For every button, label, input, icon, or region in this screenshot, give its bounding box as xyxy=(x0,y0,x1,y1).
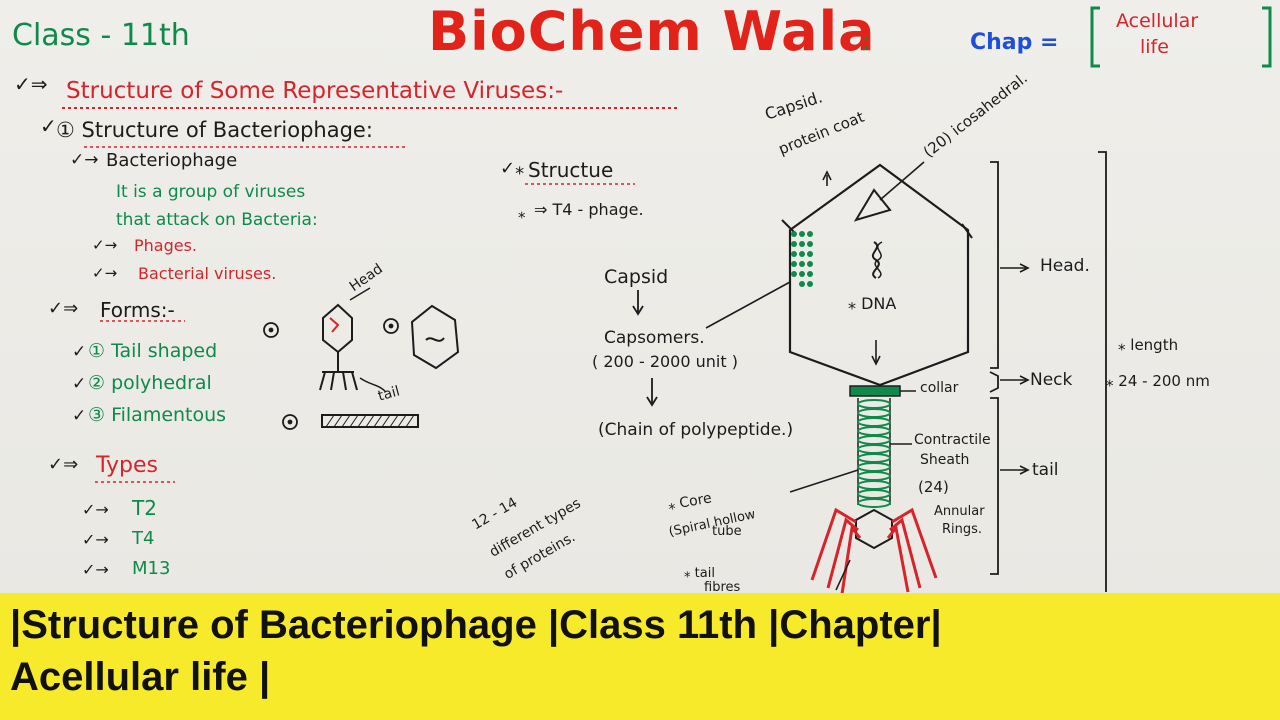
tail-fibres xyxy=(810,507,938,595)
polyhedral-sketch xyxy=(410,304,460,370)
t4-label: ⇒ T4 - phage. xyxy=(534,200,644,219)
chap-label: Chap = xyxy=(970,30,1059,55)
type1-check: ✓→ xyxy=(82,500,109,519)
sheath-line2: Sheath xyxy=(920,452,970,468)
flow-arrows xyxy=(632,290,658,407)
capsid-arrow-head xyxy=(822,170,832,181)
small-tail-pointer xyxy=(359,377,387,393)
annular-line2: Rings. xyxy=(942,522,983,537)
form2-check: ✓ xyxy=(72,374,87,394)
class-label: Class - 11th xyxy=(12,18,190,53)
capsomers-pointer xyxy=(705,281,791,329)
core-pointer xyxy=(789,469,859,493)
types-check: ✓⇒ xyxy=(48,454,79,475)
tail-fibres-line1: ⁎ tail xyxy=(684,566,715,581)
head-label: Head. xyxy=(1040,256,1090,276)
small-circle-markers xyxy=(263,318,399,430)
chap-value-line1: Acellular xyxy=(1116,10,1199,32)
tail-fibres-line2: fibres xyxy=(704,580,741,595)
small-phage-sketch xyxy=(319,303,358,391)
form3-check: ✓ xyxy=(72,406,87,426)
alias2: Bacterial viruses. xyxy=(138,264,277,283)
units-flow: ( 200 - 2000 unit ) xyxy=(592,352,738,371)
type1: T2 xyxy=(132,496,157,520)
phage-head-outline xyxy=(788,163,970,387)
form1-check: ✓ xyxy=(72,342,87,362)
type2: T4 xyxy=(132,528,155,549)
contractile-sheath xyxy=(857,398,891,508)
subtitle-check: ✓ xyxy=(40,114,57,138)
forms-label: Forms:- xyxy=(100,298,175,322)
section-title-check: ✓⇒ xyxy=(14,72,48,96)
definition-line2: that attack on Bacteria: xyxy=(116,210,318,230)
type2-check: ✓→ xyxy=(82,530,109,549)
chain-flow: (Chain of polypeptide.) xyxy=(598,420,794,440)
sheath-line1: Contractile xyxy=(914,432,991,448)
forms-check: ✓⇒ xyxy=(48,298,79,319)
form3: ③ Filamentous xyxy=(88,404,227,426)
definition-line1: It is a group of viruses xyxy=(116,182,306,202)
tail-fibres-text: tail xyxy=(694,566,715,581)
caption-line1: |Structure of Bacteriophage |Class 11th … xyxy=(10,603,942,647)
collar xyxy=(849,385,901,397)
dna-text: DNA xyxy=(861,294,897,313)
filamentous-sketch xyxy=(321,414,419,428)
dna-helix xyxy=(871,241,880,279)
t4-bullet: ⁎ xyxy=(518,204,526,222)
capsomer-dots xyxy=(791,231,813,287)
dna-arrow-head xyxy=(871,355,881,366)
filamentous-hatch xyxy=(325,414,415,428)
capsomers-flow: Capsomers. xyxy=(604,328,705,348)
neck-label: Neck xyxy=(1030,370,1073,390)
tail-label: tail xyxy=(1032,460,1059,480)
section-title: Structure of Some Representative Viruses… xyxy=(66,78,564,104)
core-line3: tube xyxy=(712,524,742,539)
collar-label: collar xyxy=(920,380,959,396)
base-plate xyxy=(855,508,893,550)
length-value: ⁎ 24 - 200 nm xyxy=(1106,372,1210,390)
fibre-pointer xyxy=(835,559,851,591)
sheath-line3: (24) xyxy=(918,478,949,496)
chap-value-line2: life xyxy=(1140,36,1169,58)
icosahedral-triangle xyxy=(853,188,892,222)
form1: ① Tail shaped xyxy=(88,340,218,362)
chap-bracket-right xyxy=(1262,6,1272,68)
alias1: Phages. xyxy=(134,236,198,255)
caption-line2: Acellular life | xyxy=(10,655,271,699)
structure-text: Structue xyxy=(528,158,614,182)
right-brackets xyxy=(989,151,1107,592)
capsid-flow: Capsid xyxy=(604,266,669,288)
small-head-pointer xyxy=(349,287,371,301)
length-value-text: 24 - 200 nm xyxy=(1118,372,1210,390)
caption-banner: |Structure of Bacteriophage |Class 11th … xyxy=(0,593,1280,720)
alias1-check: ✓→ xyxy=(92,236,118,254)
term-check: ✓→ xyxy=(70,150,99,170)
icosahedral-pointer xyxy=(879,161,925,201)
dna-label: ⁎ DNA xyxy=(848,294,897,313)
alias2-check: ✓→ xyxy=(92,264,118,282)
brand-title: BioChem Wala xyxy=(428,0,876,63)
dna-helix-2 xyxy=(874,241,883,279)
type3: M13 xyxy=(132,558,171,579)
term: Bacteriophage xyxy=(106,150,238,171)
brand-suffix: : xyxy=(862,30,870,55)
length-text: length xyxy=(1130,336,1179,354)
length-label: ⁎ length xyxy=(1118,336,1179,354)
bracket-arrows xyxy=(1000,263,1030,475)
subtitle: ① Structure of Bacteriophage: xyxy=(56,118,373,142)
annular-line1: Annular xyxy=(934,504,985,519)
type3-check: ✓→ xyxy=(82,560,109,579)
types-label: Types xyxy=(96,453,158,478)
head-right-tick xyxy=(961,223,973,239)
form2: ② polyhedral xyxy=(88,372,212,394)
structure-label: ✓⁎ xyxy=(500,158,525,179)
chap-bracket-left xyxy=(1090,6,1100,68)
